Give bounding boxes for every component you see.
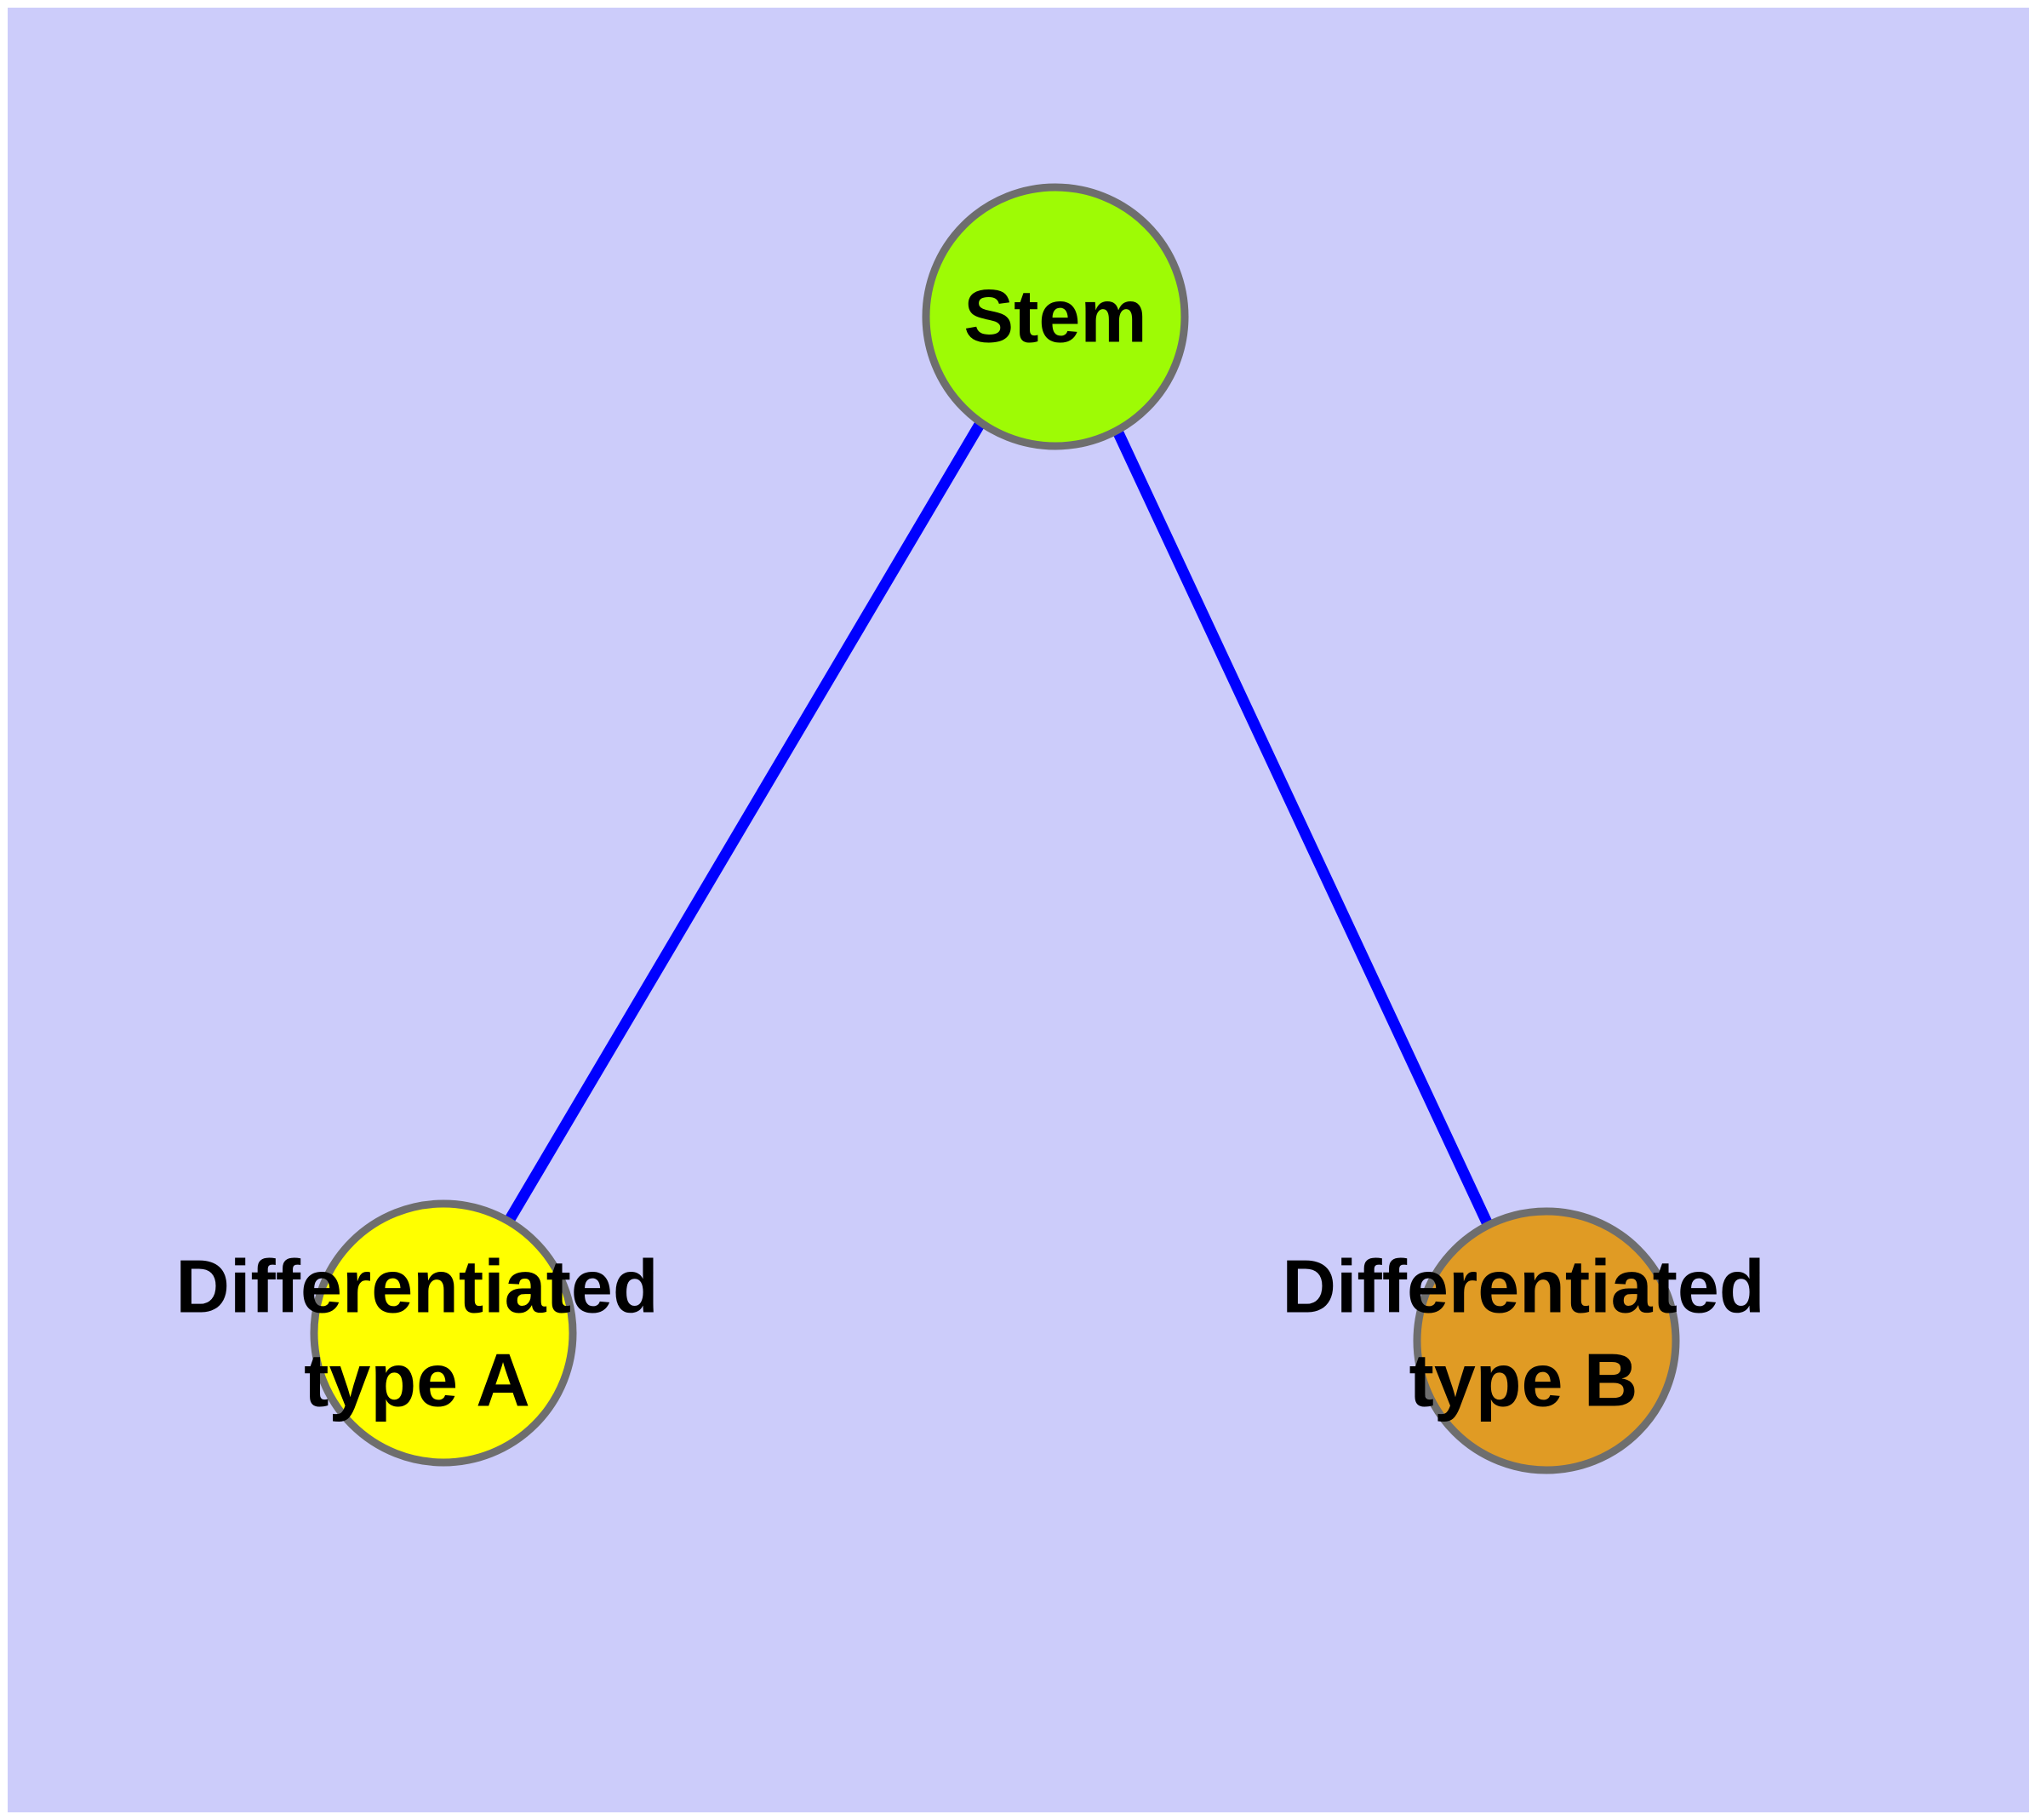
node-label-differentiated-type-b-line1: Differentiated xyxy=(1282,1244,1764,1328)
nodes-layer xyxy=(310,183,1680,1474)
node-circle-differentiated-type-a[interactable] xyxy=(310,1199,577,1467)
node-differentiated-type-a[interactable] xyxy=(310,1199,577,1467)
node-label-differentiated-type-b-line2: type B xyxy=(1409,1337,1638,1422)
node-label-differentiated-type-a-line1: Differentiated xyxy=(175,1244,658,1328)
edge-stem-to-differentiated-type-b[interactable] xyxy=(1110,423,1492,1225)
node-stem[interactable] xyxy=(922,183,1189,450)
node-label-differentiated-type-a-line2: type A xyxy=(304,1337,530,1422)
node-circle-differentiated-type-b[interactable] xyxy=(1413,1207,1680,1474)
edges-layer xyxy=(504,420,1492,1225)
node-differentiated-type-b[interactable] xyxy=(1413,1207,1680,1474)
edge-stem-to-differentiated-type-a[interactable] xyxy=(504,420,986,1224)
node-label-stem-line1: Stem xyxy=(963,273,1146,358)
node-circle-stem[interactable] xyxy=(922,183,1189,450)
labels-layer: Stem Differentiated type A Differentiate… xyxy=(175,273,1764,1422)
